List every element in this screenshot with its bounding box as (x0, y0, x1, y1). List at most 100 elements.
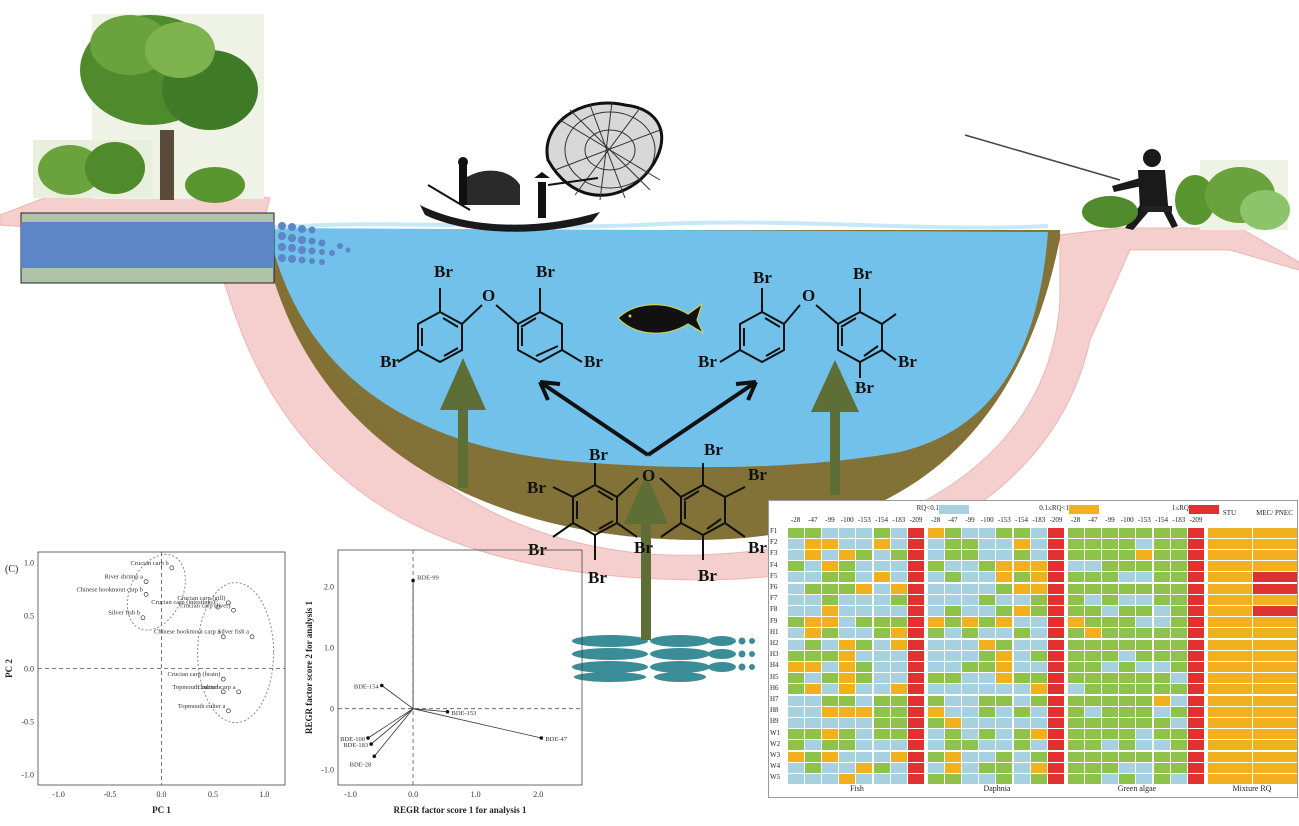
heatmap-cell (907, 583, 925, 594)
heatmap-cell (1101, 617, 1119, 628)
heatmap-cell (839, 594, 856, 605)
uptake-arrow-left (440, 358, 486, 488)
heatmap-cell (1013, 650, 1030, 661)
heatmap-cell (821, 684, 839, 695)
heatmap-cell (1153, 628, 1170, 639)
heatmap-cell (961, 628, 979, 639)
molecule-bde99 (719, 288, 897, 378)
heatmap-cell (856, 706, 873, 717)
heatmap-summary-cell (1252, 617, 1297, 628)
bromine-atom-label: Br (748, 465, 767, 484)
pink-bank (0, 189, 1299, 581)
regr-y-tick: 2.0 (324, 583, 334, 592)
heatmap-summary-cell (1207, 740, 1252, 751)
heatmap-cell (890, 538, 907, 549)
heatmap-cell (821, 751, 839, 762)
heatmap-cell (1101, 729, 1119, 740)
heatmap-cell (1136, 740, 1153, 751)
heatmap-cell (1136, 751, 1153, 762)
heatmap-cell (839, 572, 856, 583)
heatmap-row-label: W5 (770, 773, 781, 782)
heatmap-cell (1067, 661, 1084, 673)
heatmap-cell (1047, 527, 1065, 538)
bromine-atom-label: Br (698, 352, 717, 371)
heatmap-cell (890, 762, 907, 773)
heatmap-cell (907, 729, 925, 740)
uptake-arrow-right (811, 360, 859, 495)
heatmap-cell (979, 617, 996, 628)
heatmap-cell (787, 684, 804, 695)
heatmap-cell (1084, 661, 1101, 673)
heatmap-summary-cell (1207, 773, 1252, 785)
heatmap-cell (787, 695, 804, 706)
heatmap-summary-cell (1252, 706, 1297, 717)
heatmap-cell (1030, 538, 1047, 549)
heatmap-cell (996, 729, 1013, 740)
regr-xlabel: REGR factor score 1 for analysis 1 (394, 805, 527, 815)
heatmap-cell (996, 650, 1013, 661)
heatmap-cell (804, 661, 821, 673)
heatmap-cell (1084, 673, 1101, 684)
heatmap-cell (804, 717, 821, 729)
heatmap-cell (890, 729, 907, 740)
heatmap-cell (961, 773, 979, 785)
heatmap-cell (927, 639, 944, 650)
heatmap-cell (1119, 527, 1136, 538)
bromine-atom-label: Br (434, 262, 453, 281)
heatmap-cell (996, 561, 1013, 572)
heatmap-cell (1119, 617, 1136, 628)
heatmap-cell (1013, 717, 1030, 729)
heatmap-cell (821, 594, 839, 605)
heatmap-cell (1101, 661, 1119, 673)
heatmap-summary-cell (1252, 561, 1297, 572)
heatmap-cell (839, 639, 856, 650)
heatmap-congener-header: -99 (825, 516, 835, 524)
heatmap-cell (856, 639, 873, 650)
heatmap-cell (839, 684, 856, 695)
heatmap-cell (1187, 549, 1205, 561)
heatmap-cell (1047, 751, 1065, 762)
heatmap-cell (1119, 717, 1136, 729)
regr-point-label: BDE-99 (417, 575, 439, 582)
heatmap-cell (821, 650, 839, 661)
heatmap-cell (944, 695, 961, 706)
heatmap-cell (1013, 762, 1030, 773)
heatmap-cell (927, 628, 944, 639)
heatmap-cell (1187, 717, 1205, 729)
heatmap-row-label: F8 (770, 605, 778, 614)
heatmap-cell (979, 639, 996, 650)
heatmap-cell (961, 583, 979, 594)
heatmap-cell (944, 639, 961, 650)
heatmap-cell (944, 561, 961, 572)
bromine-atom-label: Br (855, 378, 874, 397)
heatmap-cell (821, 740, 839, 751)
heatmap-cell (821, 583, 839, 594)
heatmap-cell (1047, 695, 1065, 706)
heatmap-cell (961, 673, 979, 684)
heatmap-cell (944, 594, 961, 605)
heatmap-row-label: H3 (770, 650, 779, 659)
heatmap-cell (1101, 717, 1119, 729)
heatmap-summary-cell (1252, 762, 1297, 773)
heatmap-cell (890, 639, 907, 650)
heatmap-cell (1187, 583, 1205, 594)
heatmap-cell (1067, 695, 1084, 706)
heatmap-cell (821, 661, 839, 673)
heatmap-cell (1170, 527, 1187, 538)
heatmap-cell (1013, 729, 1030, 740)
heatmap-cell (1047, 729, 1065, 740)
bromine-atom-label: Br (588, 568, 607, 587)
heatmap-cell (907, 673, 925, 684)
heatmap-cell (804, 594, 821, 605)
heatmap-cell (1067, 650, 1084, 661)
heatmap-cell (927, 762, 944, 773)
heatmap-cell (821, 628, 839, 639)
heatmap-cell (1101, 583, 1119, 594)
heatmap-cell (873, 650, 890, 661)
regr-y-tick: 0 (330, 705, 334, 714)
heatmap-cell (873, 751, 890, 762)
heatmap-cell (1067, 639, 1084, 650)
heatmap-cell (873, 729, 890, 740)
heatmap-cell (927, 605, 944, 617)
heatmap-cell (873, 740, 890, 751)
